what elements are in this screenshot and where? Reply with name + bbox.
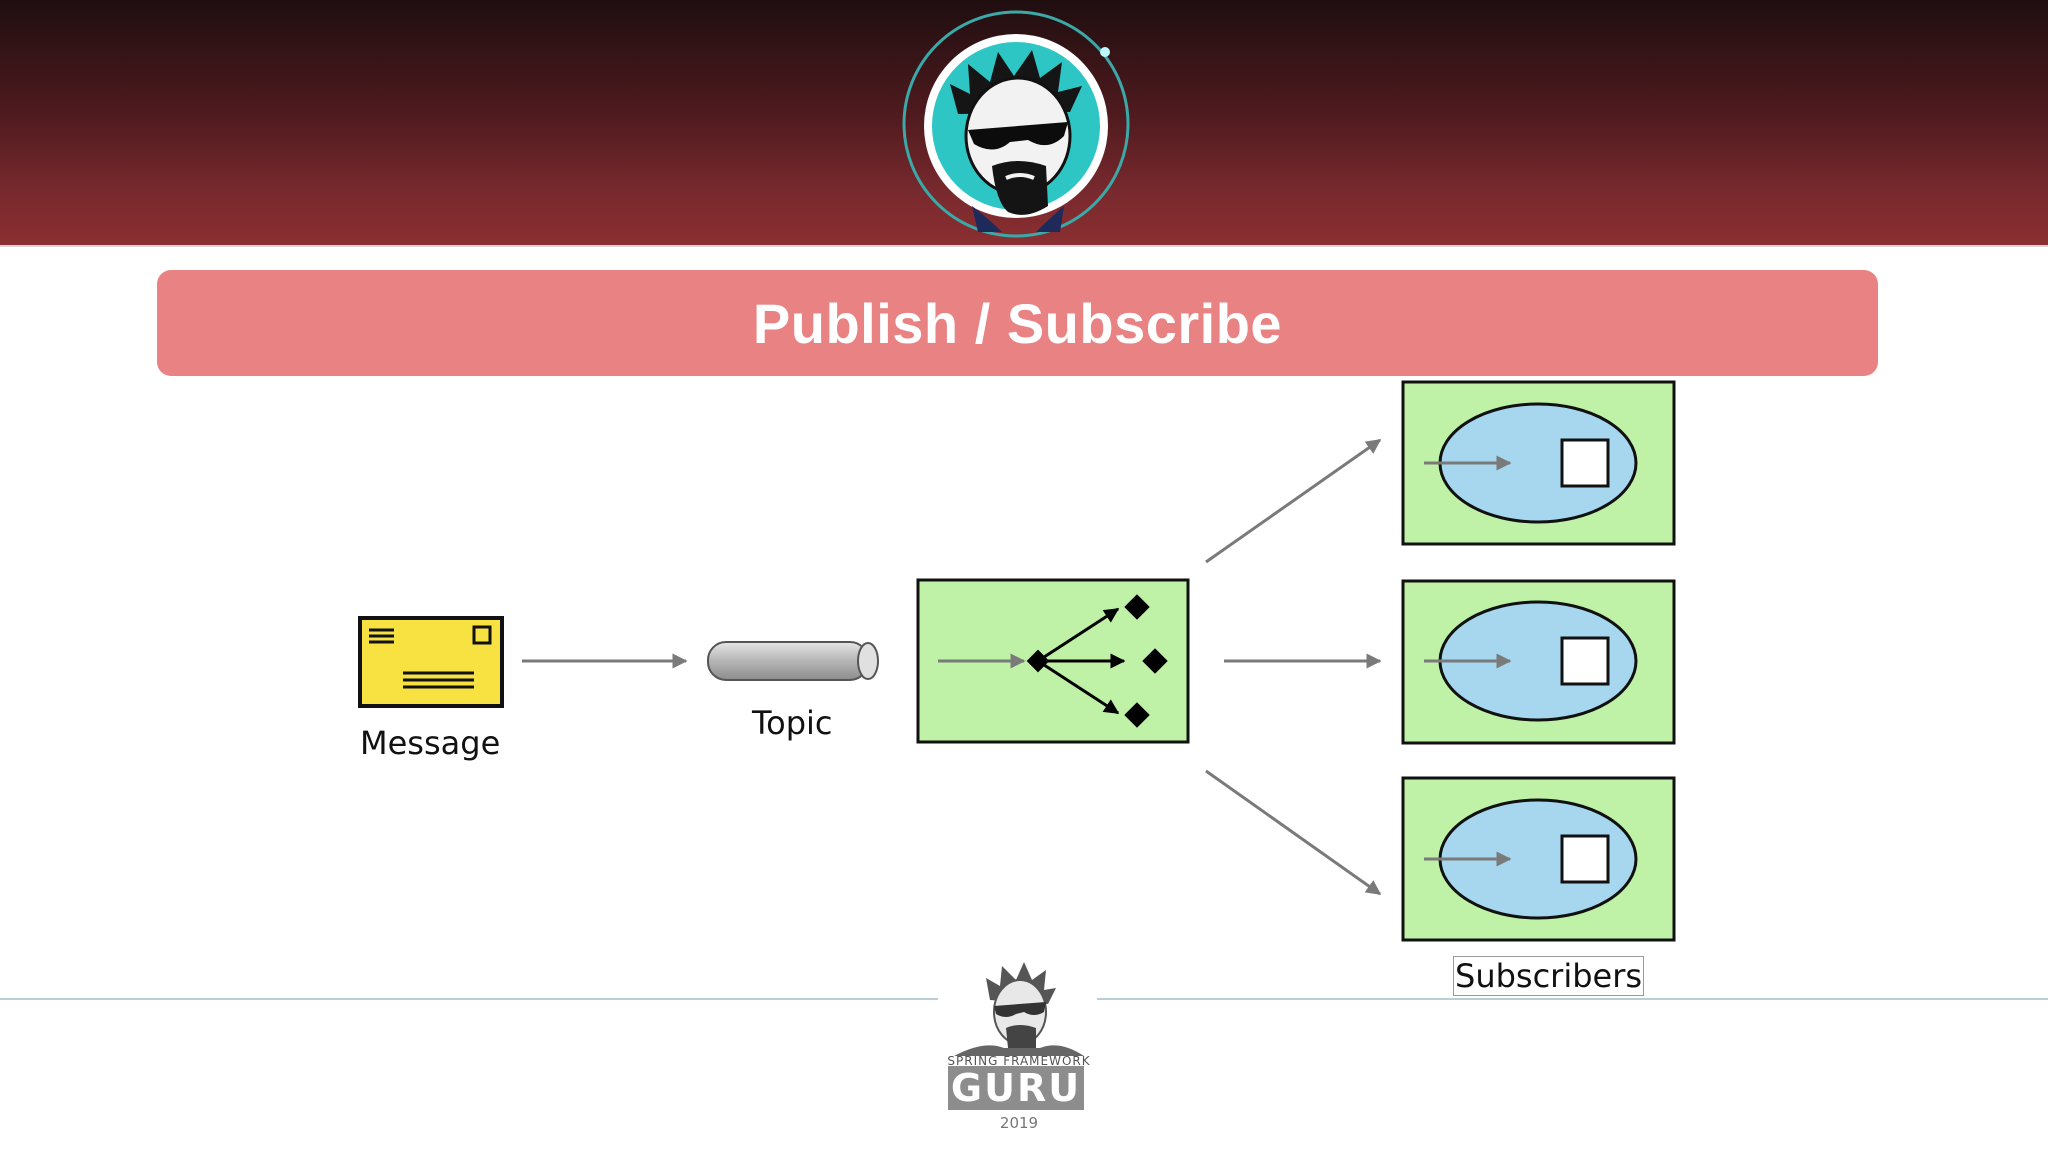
logo-top-text: SPRING FRAMEWORK bbox=[947, 1054, 1091, 1068]
title-bar: Publish / Subscribe bbox=[157, 270, 1878, 376]
footer-rule-right bbox=[1097, 998, 2048, 1000]
header-divider bbox=[0, 245, 2048, 247]
slide-title: Publish / Subscribe bbox=[752, 291, 1283, 355]
message-envelope-icon bbox=[358, 616, 504, 708]
guru-face-icon bbox=[954, 962, 1084, 1056]
subscriber-box-1 bbox=[1401, 380, 1676, 546]
subscribers-label: Subscribers bbox=[1453, 956, 1645, 996]
logo-main-text: GURU bbox=[948, 1066, 1084, 1110]
logo-year: 2019 bbox=[999, 1114, 1039, 1132]
arrow-to-subscriber-3 bbox=[1205, 769, 1382, 896]
avatar-logo bbox=[898, 6, 1134, 242]
topic-label: Topic bbox=[752, 704, 833, 742]
router-box bbox=[916, 578, 1190, 744]
subscriber-box-2 bbox=[1401, 579, 1676, 745]
arrow-to-subscriber-1 bbox=[1205, 438, 1382, 564]
subscriber-box-3 bbox=[1401, 776, 1676, 942]
footer-logo: SPRING FRAMEWORK GURU 2019 bbox=[944, 956, 1094, 1146]
message-label: Message bbox=[360, 724, 501, 762]
footer-rule-left bbox=[0, 998, 938, 1000]
topic-pipe-icon bbox=[707, 641, 879, 681]
